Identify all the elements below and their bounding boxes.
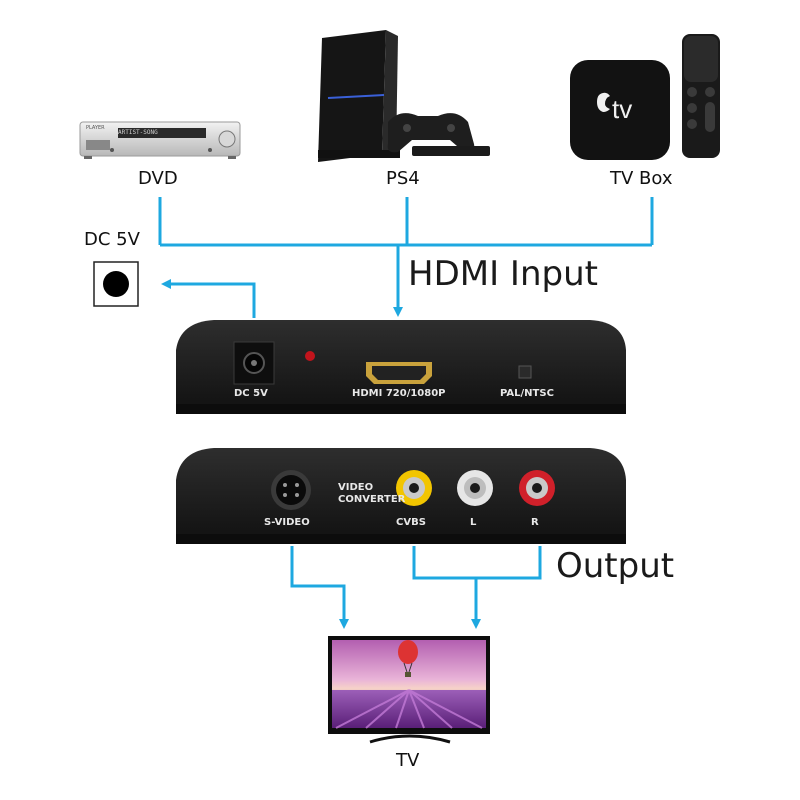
panel-cvbs-label: CVBS [396,517,426,528]
s-video-port [271,470,311,510]
svideo-to-tv-arrow [290,546,349,629]
panel-converter-line1: VIDEO [338,482,374,493]
panel-l-label: L [470,517,477,528]
dc-jack-port [233,341,275,385]
panel-svideo-label: S-VIDEO [264,517,310,528]
power-led [305,351,315,361]
apple-tv-logo-text: tv [612,94,633,124]
tv-box-image [570,34,720,160]
hdmi-input-label: HDMI Input [408,254,598,294]
converter-input-panel [176,320,626,414]
ps4-label: PS4 [386,168,420,189]
converter-output-panel [176,448,626,544]
cvbs-port [396,470,432,506]
dc-5v-label: DC 5V [84,229,140,250]
panel-hdmi-label: HDMI 720/1080P [352,388,446,399]
tv-image [328,636,490,744]
dvd-player-image [79,121,241,159]
ps4-console-image [318,30,490,162]
tv-label: TV [396,750,420,771]
input-connectors [158,197,654,318]
output-label: Output [556,546,675,586]
panel-r-label: R [531,517,539,528]
audio-right-port [519,470,555,506]
pal-ntsc-switch [518,365,532,379]
panel-pal-ntsc-label: PAL/NTSC [500,388,554,399]
power-jack-icon [93,261,139,307]
dvd-label: DVD [138,168,178,189]
audio-left-port [457,470,493,506]
panel-dc-label: DC 5V [234,388,268,399]
output-connectors [290,546,542,629]
tv-box-label: TV Box [610,168,673,189]
power-arrow [161,279,256,318]
dvd-display-text: ARTIST-SONG [118,129,158,136]
output-bracket [412,546,542,580]
hdmi-port [366,362,432,384]
dvd-brand-text: PLAYER [86,125,105,131]
panel-converter-line2: CONVERTER [338,494,406,505]
